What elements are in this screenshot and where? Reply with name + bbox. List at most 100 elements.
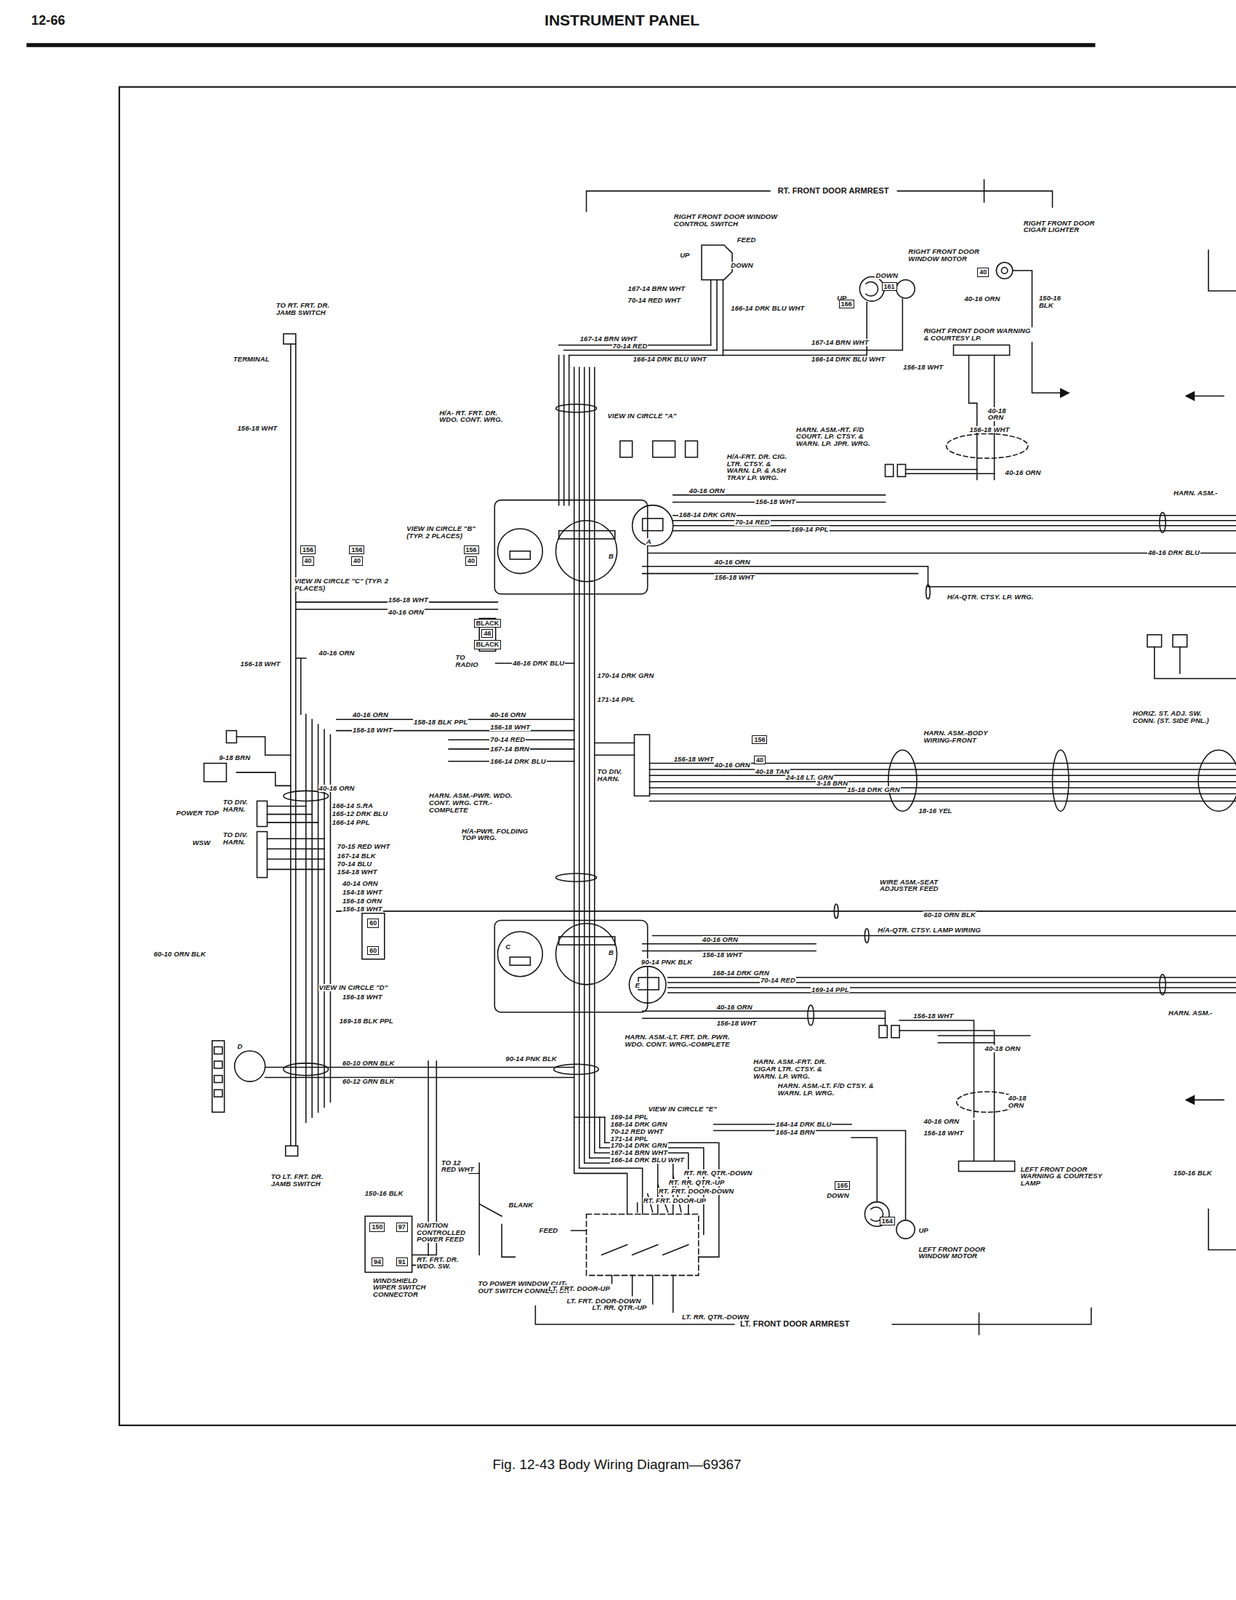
- wire-label: 167-14 BRN WHT: [610, 1148, 669, 1157]
- wire-label: VIEW IN CIRCLE "A": [607, 412, 678, 420]
- pin-number: 60: [369, 919, 377, 927]
- wire-label: 90-14 PNK BLK: [640, 958, 693, 966]
- wire-label: 156-18 WHT: [713, 573, 756, 581]
- wire-label: 169-18 BLK PPL: [338, 1017, 395, 1025]
- header-text: LT. FRONT DOOR ARMREST: [739, 1319, 851, 1328]
- wire-label: 156-18 WHT: [754, 498, 797, 506]
- pin-number: 97: [398, 1222, 406, 1231]
- wire-label: TO DIV. HARN.: [222, 798, 255, 813]
- wire-label: BLANK: [508, 1201, 535, 1209]
- wire-label: 40-16 ORN: [489, 711, 527, 719]
- wire-label: FEED: [736, 236, 757, 244]
- pin-number: 40: [304, 556, 312, 565]
- wire-label: H/A-PWR. FOLDING TOP WRG.: [460, 827, 534, 842]
- wire-label: 40-16 ORN: [713, 761, 752, 769]
- wire-label: 167-14 BLK: [336, 852, 377, 860]
- wire-label: H/A-QTR. CTSY. LP. WRG.: [946, 593, 1035, 601]
- wire-label: 156-18 WHT: [922, 1129, 965, 1137]
- wire-label: 168-14 DRK GRN: [610, 1120, 669, 1128]
- wire-label: 70-14 BLU: [336, 860, 373, 868]
- connector-pin-box: 161: [881, 282, 898, 291]
- pin-number: 165: [836, 1181, 848, 1189]
- wire-label: 40-18 ORN: [984, 1044, 1022, 1053]
- wire-label: 168-14 DRK GRN: [711, 969, 770, 977]
- wire-label: IGNITION CONTROLLED POWER FEED: [415, 1221, 474, 1243]
- wire-label: 40-18 ORN: [987, 407, 1015, 421]
- wire-label: 169-14 PPL: [790, 525, 830, 533]
- wire-label: HARN. ASM.-LT. FRT. DR. PWR. WDO. CONT. …: [623, 1033, 733, 1047]
- wire-label: 166-14 DRK BLU WHT: [729, 304, 805, 312]
- wire-label: 156-18 WHT: [351, 726, 394, 734]
- pin-number: 40: [979, 268, 987, 276]
- wire-label: 40-16 ORN: [351, 711, 389, 719]
- wire-label: LEFT FRONT DOOR WINDOW MOTOR: [917, 1245, 1006, 1260]
- header-text: 12-66: [30, 13, 67, 27]
- wire-label: 90-14 PNK BLK: [504, 1054, 557, 1063]
- pin-number: BLACK: [476, 619, 500, 627]
- wire-label: 40-16 ORN: [701, 935, 739, 943]
- pin-number: 40: [353, 556, 361, 565]
- wire-label: 46-16 DRK BLU: [1147, 548, 1201, 557]
- wire-label: 171-14 PPL: [596, 695, 637, 704]
- wire-label: H/A-QTR. CTSY. LAMP WIRING: [876, 926, 982, 934]
- wire-label: RIGHT FRONT DOOR WARNING & COURTESY LP.: [922, 327, 1037, 341]
- wire-label: 70-14 RED: [612, 342, 649, 350]
- wire-label: 40-16 ORN: [318, 649, 356, 657]
- wire-label: UP: [679, 251, 690, 259]
- wire-label: TO RADIO: [455, 653, 480, 668]
- connector-pin-box: 156: [348, 545, 365, 555]
- wire-label: 156-18 WHT: [673, 755, 715, 763]
- wire-label: 15-18 DRK GRN: [846, 785, 901, 794]
- pin-number: 91: [398, 1257, 406, 1266]
- connector-pin-box: 40: [753, 755, 766, 765]
- wire-label: 156-18 WHT: [902, 363, 944, 371]
- wire-label: TO DIV. HARN.: [596, 767, 629, 782]
- wire-label: E: [633, 981, 640, 989]
- wire-label: 70-14 RED: [489, 735, 526, 744]
- wire-label: LT. FRT. DOOR-DOWN: [565, 1297, 642, 1305]
- wire-label: 167-14 BRN WHT: [810, 338, 869, 347]
- wire-label: 154-18 WHT: [336, 868, 379, 876]
- wire-label: WIRE ASM.-SEAT ADJUSTER FEED: [879, 878, 957, 893]
- pin-number: 46: [483, 629, 491, 637]
- pin-number: 40: [756, 756, 764, 764]
- wire-label: 156-18 WHT: [387, 596, 429, 604]
- wire-label: 166-14 S.RA: [331, 801, 374, 810]
- wire-label: 150-16 BLK: [364, 1189, 405, 1197]
- wire-label: DOWN: [825, 1191, 850, 1199]
- wire-label: TO LT. FRT. DR. JAMB SWITCH: [270, 1172, 344, 1187]
- connector-pin-box: 156: [463, 545, 480, 555]
- pin-number: 156: [302, 546, 314, 554]
- wire-label: H/A-FRT. DR. CIG. LTR. CTSY. & WARN. LP.…: [726, 452, 789, 482]
- wire-label: H/A- RT. FRT. DR. WDO. CONT. WRG.: [438, 409, 517, 424]
- pin-number: 156: [466, 546, 477, 554]
- wire-label: RIGHT FRONT DOOR WINDOW MOTOR: [907, 247, 991, 262]
- connector-pin-box: 40: [465, 556, 477, 565]
- wire-label: FEED: [538, 1226, 560, 1234]
- wire-label: 156-18 WHT: [236, 424, 278, 432]
- wire-label: HARN. ASM.-BODY WIRING-FRONT: [922, 729, 991, 744]
- pin-number: 156: [753, 735, 765, 744]
- wire-label: 169-14 PPL: [810, 985, 850, 994]
- wire-label: 9-18 BRN: [218, 753, 251, 762]
- wire-label: B: [607, 552, 615, 560]
- wire-label: TO 12 RED WHT: [440, 1158, 478, 1173]
- wire-label: 70-15 RED WHT: [336, 842, 392, 850]
- wire-label: 70-14 RED: [759, 976, 797, 984]
- wire-label: RT. FRT. DOOR-UP: [642, 1196, 707, 1205]
- wire-label: 70-14 RED: [734, 518, 771, 526]
- wire-label: 156-18 WHT: [912, 1012, 954, 1020]
- wire-label: 168-14 DRK GRN: [678, 511, 737, 519]
- connector-pin-box: BLACK: [474, 618, 502, 628]
- wire-label: UP: [917, 1226, 929, 1234]
- pin-number: BLACK: [476, 640, 500, 648]
- wire-label: VIEW IN CIRCLE "D": [318, 983, 389, 991]
- wire-label: 60-10 ORN BLK: [152, 950, 207, 958]
- wire-label: 60-10 ORN BLK: [922, 911, 977, 919]
- wire-label: 40-16 ORN: [922, 1117, 960, 1125]
- wire-label: VIEW IN CIRCLE "E": [647, 1105, 718, 1113]
- wire-label: POWER TOP: [175, 809, 220, 817]
- wire-label: RIGHT FRONT DOOR WINDOW CONTROL SWITCH: [673, 213, 787, 227]
- wire-label: LT. RR. QTR.-UP: [591, 1303, 648, 1311]
- wire-label: C: [504, 942, 512, 951]
